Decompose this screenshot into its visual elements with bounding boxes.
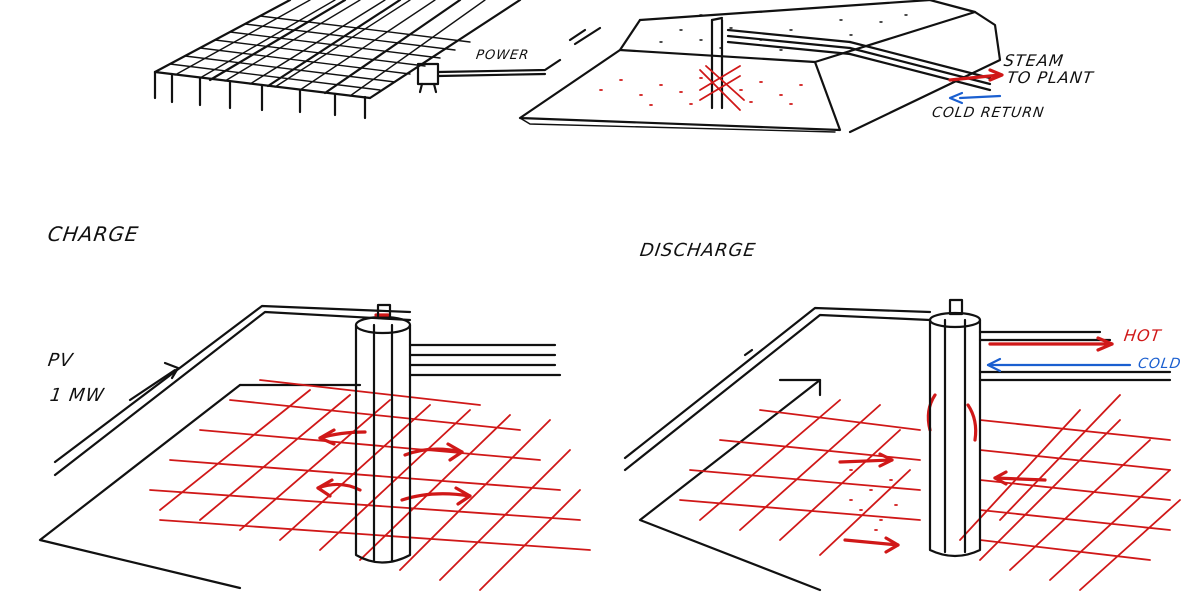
steam-label-line2: TO PLANT	[1005, 68, 1096, 87]
cold-label: COLD	[1136, 356, 1183, 372]
steam-arrows	[948, 68, 1004, 105]
discharge-heading: DISCHARGE	[638, 240, 758, 261]
charge-heading: CHARGE	[46, 222, 141, 246]
inverter	[416, 26, 602, 94]
storage-mound	[518, 0, 1002, 134]
charge-diagram	[38, 303, 591, 591]
pv-label-line2: 1 MW	[48, 385, 106, 406]
discharge-diagram	[623, 298, 1181, 592]
solar-array	[153, 0, 522, 120]
hot-label: HOT	[1122, 326, 1163, 345]
pv-label-line1: PV	[46, 350, 75, 371]
cold-return-label: COLD RETURN	[930, 105, 1046, 121]
power-label: POWER	[474, 48, 531, 63]
heat-dots-top	[599, 65, 803, 111]
